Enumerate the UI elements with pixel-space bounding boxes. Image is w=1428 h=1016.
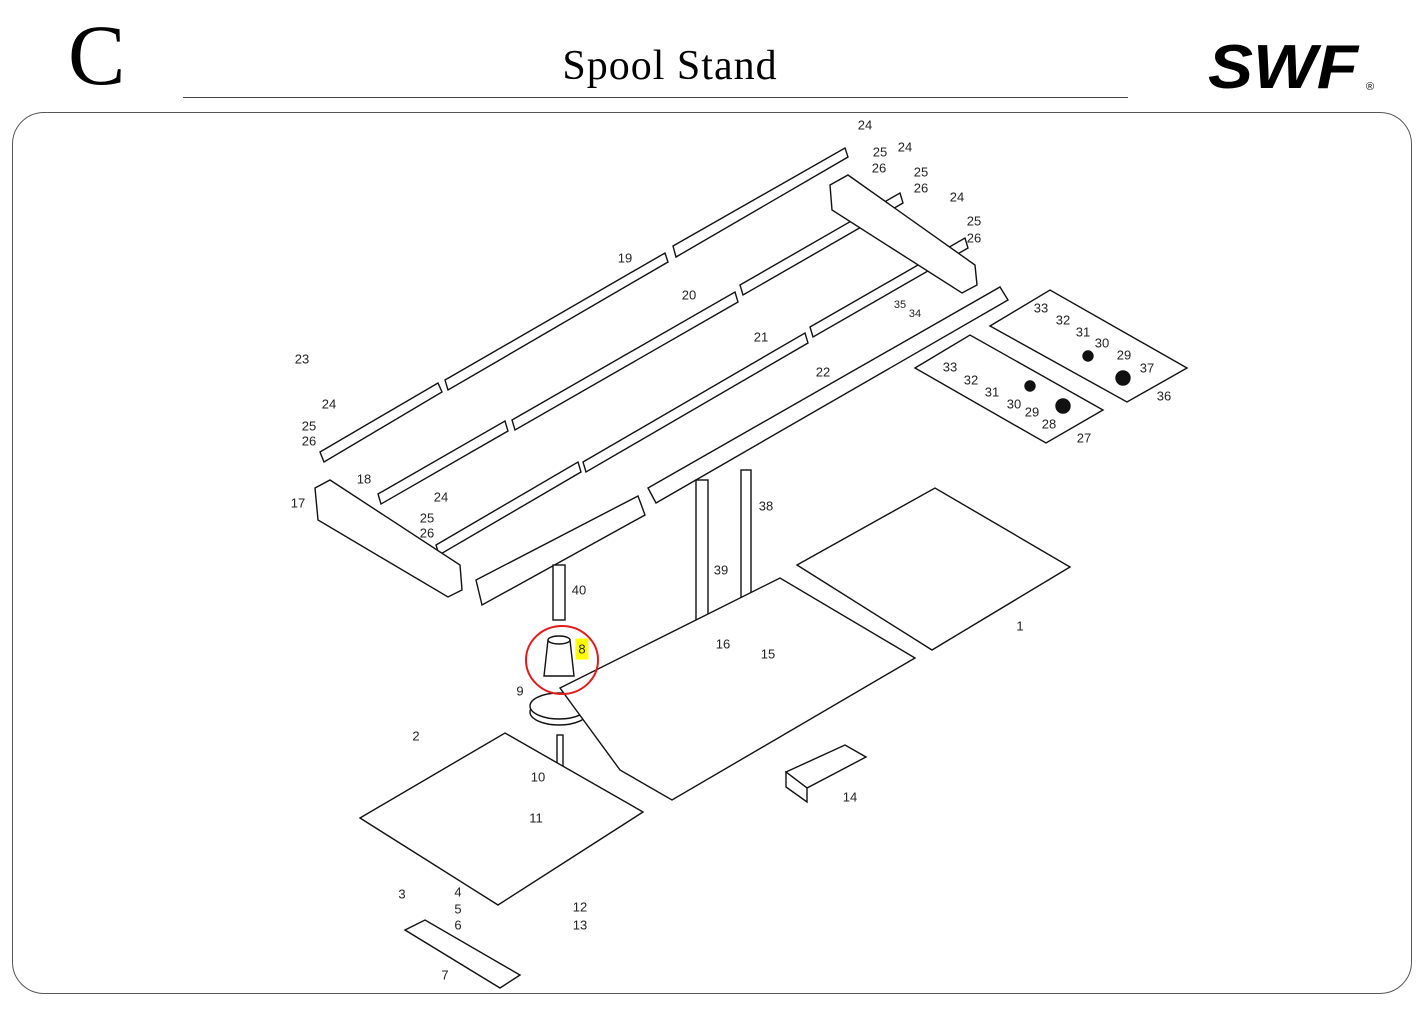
rail-19	[319, 146, 849, 464]
callout: 9	[516, 683, 524, 699]
callout: 16	[715, 636, 731, 652]
callout: 5	[454, 901, 462, 917]
callout: 26	[301, 433, 317, 449]
callout: 7	[441, 967, 449, 983]
swf-logo: SWF ®	[1208, 38, 1374, 94]
callout: 36	[1156, 388, 1172, 404]
page-title: Spool Stand	[562, 43, 778, 89]
callout: 6	[454, 917, 462, 933]
spool-holder-8	[543, 635, 575, 677]
callout: 35	[893, 299, 907, 311]
diagram-frame	[12, 112, 1412, 994]
callout: 25	[301, 418, 317, 434]
callout: 29	[1024, 404, 1040, 420]
callout: 1	[1016, 618, 1024, 634]
svg-text:SWF: SWF	[1208, 38, 1360, 94]
callout: 23	[294, 351, 310, 367]
callout: 13	[572, 917, 588, 933]
callout: 26	[966, 230, 982, 246]
rail-20	[377, 191, 904, 506]
callout: 38	[758, 498, 774, 514]
callout: 12	[572, 899, 588, 915]
callout: 37	[1139, 360, 1155, 376]
callout: 21	[753, 329, 769, 345]
highlight-circle	[525, 625, 599, 695]
callout: 19	[617, 250, 633, 266]
svg-text:®: ®	[1366, 81, 1374, 93]
callout: 24	[857, 117, 873, 133]
callout: 27	[1076, 430, 1092, 446]
callout: 11	[529, 810, 543, 826]
callout: 39	[713, 562, 729, 578]
callout: 30	[1094, 335, 1110, 351]
callout: 20	[681, 287, 697, 303]
callout: 32	[963, 372, 979, 388]
callout: 24	[433, 489, 449, 505]
base-plate	[558, 577, 917, 801]
callout: 25	[966, 213, 982, 229]
callout: 10	[530, 769, 546, 785]
callout: 26	[913, 180, 929, 196]
callout: 29	[1116, 347, 1132, 363]
callout: 28	[1041, 416, 1057, 432]
callout: 15	[760, 646, 776, 662]
callout: 26	[871, 160, 887, 176]
kit-box-36	[988, 289, 1189, 403]
callout: 3	[398, 886, 406, 902]
box-14	[784, 744, 868, 804]
rail-22	[475, 286, 1009, 607]
callout: 25	[419, 510, 435, 526]
callout: 32	[1055, 312, 1071, 328]
callout: 40	[571, 582, 587, 598]
bracket-17	[314, 174, 978, 598]
callout: 25	[913, 164, 929, 180]
highlighted-callout-8: 8	[575, 638, 589, 660]
plate-lower	[358, 732, 645, 906]
callout: 14	[842, 789, 858, 805]
callout: 34	[908, 308, 922, 320]
callout: 25	[872, 144, 888, 160]
callout: 4	[454, 884, 462, 900]
kit-box-27	[913, 334, 1105, 444]
callout: 24	[321, 396, 337, 412]
callout: 22	[815, 364, 831, 380]
callout: 18	[356, 471, 372, 487]
knob-parts	[1024, 350, 1131, 414]
callout: 33	[1033, 300, 1049, 316]
callout: 24	[897, 139, 913, 155]
callout: 31	[984, 384, 1000, 400]
callout: 31	[1075, 324, 1091, 340]
callout: 2	[412, 728, 420, 744]
title-divider	[183, 97, 1128, 98]
plate-1	[795, 487, 1072, 651]
callout: 17	[290, 495, 306, 511]
bar-7	[403, 919, 522, 989]
callout: 26	[419, 525, 435, 541]
section-letter: C	[68, 7, 126, 103]
callout: 30	[1006, 396, 1022, 412]
callout: 33	[942, 359, 958, 375]
callout: 24	[949, 189, 965, 205]
